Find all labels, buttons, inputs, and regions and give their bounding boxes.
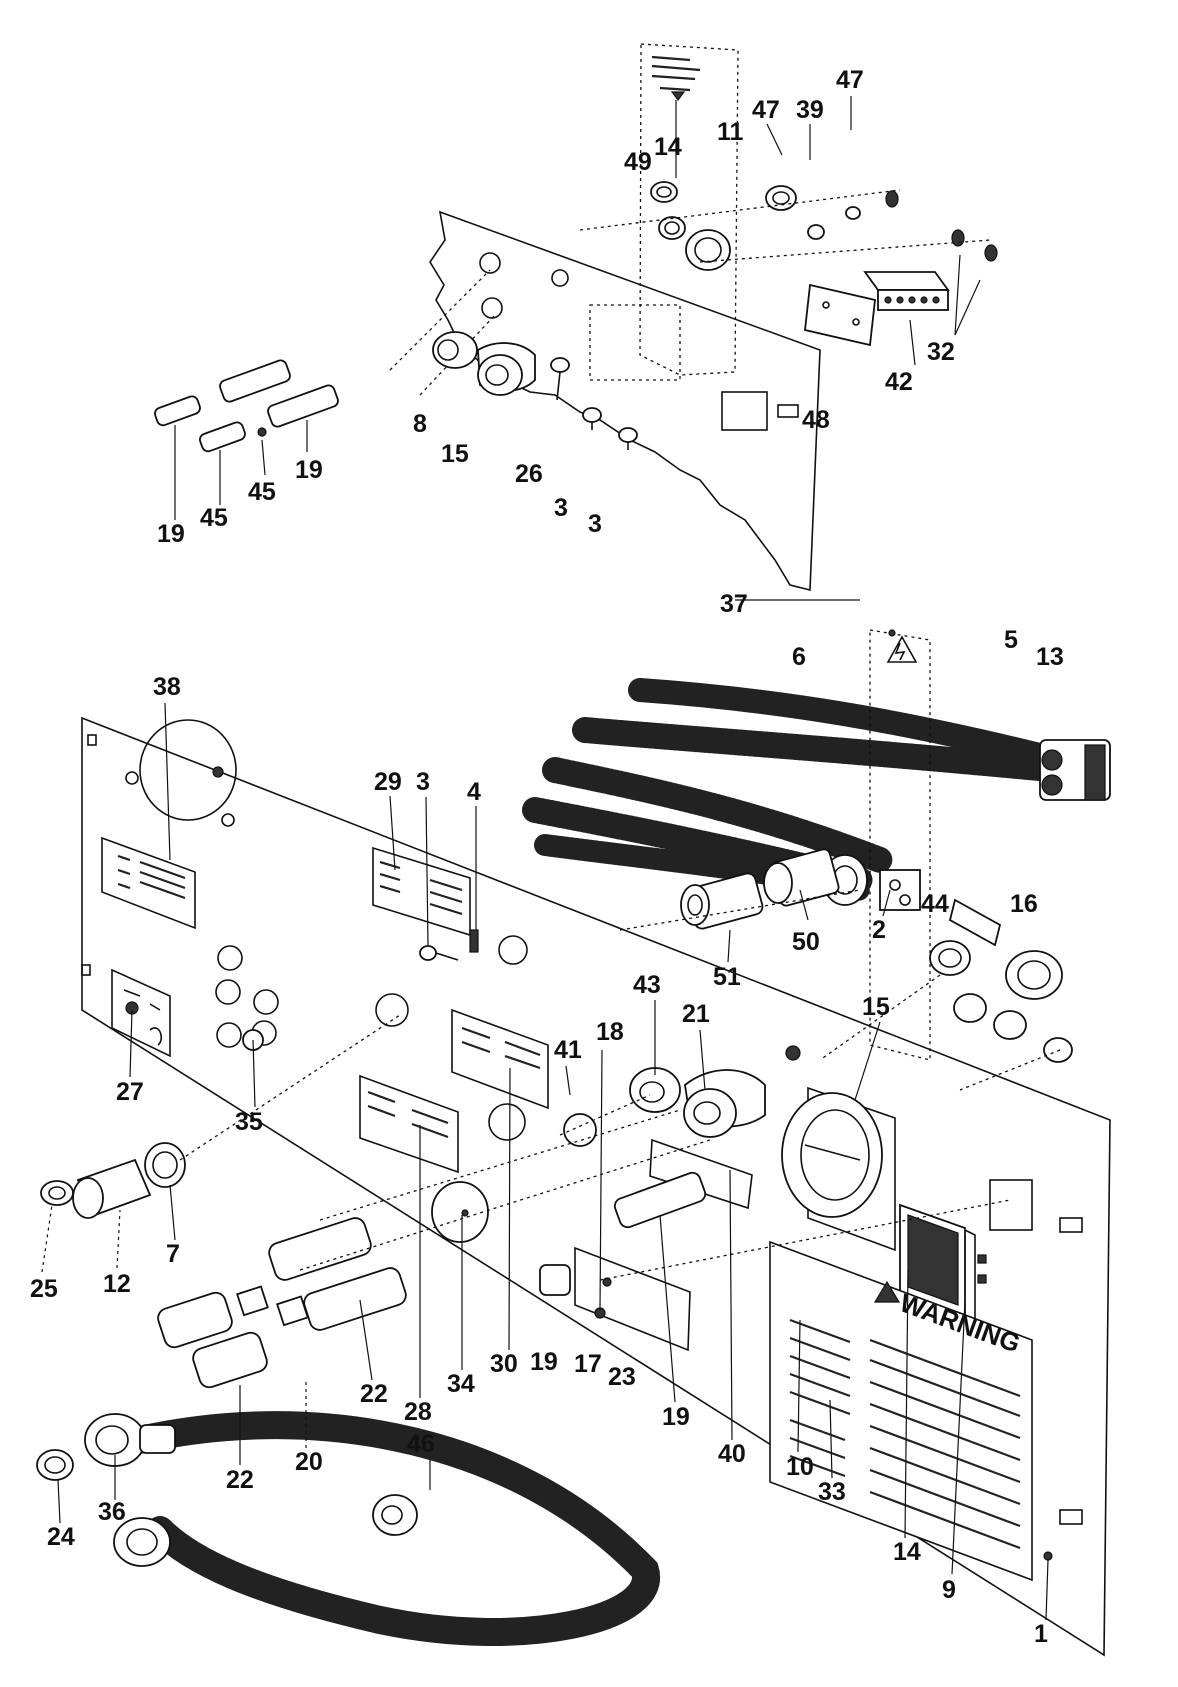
callout-35: 35 (235, 1108, 263, 1136)
callout-25: 25 (30, 1275, 58, 1303)
callout-19b: 19 (662, 1403, 690, 1431)
callout-29: 29 (374, 768, 402, 796)
label-30 (451, 1008, 549, 1110)
callout-top-48: 48 (802, 406, 830, 434)
callout-10: 10 (786, 1453, 814, 1481)
hazard-label (869, 629, 931, 1061)
callout-9: 9 (942, 1576, 956, 1604)
callout-44: 44 (921, 890, 949, 918)
callout-40: 40 (718, 1440, 746, 1468)
callout-top-8: 8 (413, 410, 427, 438)
warning-triangle-icon (873, 1280, 901, 1303)
callout-12: 12 (103, 1270, 131, 1298)
callout-21: 21 (682, 1000, 710, 1028)
rotary-switch-opening (781, 1045, 896, 1252)
callout-top-47a: 47 (836, 66, 864, 94)
callout-top-19b: 19 (295, 456, 323, 484)
callout-5: 5 (1004, 626, 1018, 654)
callout-37: 37 (720, 590, 748, 618)
callout-top-42: 42 (885, 368, 913, 396)
top-nuts (650, 181, 998, 271)
callout-13: 13 (1036, 643, 1064, 671)
binding-posts-center (539, 1171, 707, 1319)
callout-22a: 22 (360, 1380, 388, 1408)
callout-top-3a: 3 (554, 494, 568, 522)
label-40 (649, 1138, 753, 1210)
callout-30: 30 (490, 1350, 518, 1378)
callout-1: 1 (1034, 1620, 1048, 1648)
rear-info-label (101, 836, 196, 930)
callout-41: 41 (554, 1036, 582, 1064)
callout-4: 4 (467, 778, 481, 806)
terminal-block (863, 271, 950, 311)
top-label-text (651, 55, 701, 101)
callout-17: 17 (574, 1350, 602, 1378)
callout-7: 7 (166, 1240, 180, 1268)
callout-top-39: 39 (796, 96, 824, 124)
callout-34: 34 (447, 1370, 475, 1398)
callout-6: 6 (792, 643, 806, 671)
upper-rear-panel (429, 210, 821, 592)
callout-15: 15 (862, 993, 890, 1021)
callout-2: 2 (872, 916, 886, 944)
callout-22b: 22 (226, 1466, 254, 1494)
electrical-hazard-icon (886, 635, 918, 663)
callout-top-19a: 19 (157, 520, 185, 548)
top-screws (550, 357, 638, 450)
callout-top-11: 11 (717, 118, 744, 146)
top-panel-assembly (154, 43, 998, 592)
binding-posts-top (154, 359, 339, 453)
callout-23: 23 (608, 1363, 636, 1391)
callout-14: 14 (893, 1538, 921, 1566)
callout-top-45a: 45 (200, 504, 228, 532)
callout-3: 3 (416, 768, 430, 796)
callout-38: 38 (153, 673, 181, 701)
callout-top-26: 26 (515, 460, 543, 488)
callout-28: 28 (404, 1398, 432, 1426)
callout-top-15: 15 (441, 440, 469, 468)
callout-top-45b: 45 (248, 478, 276, 506)
label-28 (359, 1074, 459, 1174)
callout-top-32: 32 (927, 338, 955, 366)
callout-top-14: 14 (654, 133, 682, 161)
callout-24: 24 (47, 1523, 75, 1551)
mounting-plate (804, 283, 876, 347)
right-nuts (819, 940, 1073, 1091)
callout-19a: 19 (530, 1348, 558, 1376)
power-cables (522, 678, 1111, 947)
callout-top-49: 49 (624, 148, 652, 176)
callout-27: 27 (116, 1078, 144, 1106)
binding-posts-bottom (157, 1181, 489, 1389)
label-17 (574, 1246, 691, 1352)
callout-50: 50 (792, 928, 820, 956)
callout-16: 16 (1010, 890, 1038, 918)
callout-43: 43 (633, 971, 661, 999)
callout-46: 46 (407, 1430, 435, 1458)
alignment-lines (299, 599, 1011, 1281)
callout-51: 51 (713, 963, 741, 991)
cable-connectors-50-51 (680, 848, 840, 930)
callout-labels-top: 47 39 47 11 49 14 42 32 48 8 15 26 3 3 1… (157, 66, 981, 548)
callout-33: 33 (818, 1478, 846, 1506)
callout-18: 18 (596, 1018, 624, 1046)
callout-20: 20 (295, 1448, 323, 1476)
warning-text-lines (789, 1318, 1021, 1550)
callout-labels-bottom: 37 6 5 13 38 29 3 4 44 16 50 2 51 43 21 … (30, 590, 1064, 1648)
water-hose (36, 1411, 660, 1646)
callout-36: 36 (98, 1498, 126, 1526)
callout-top-3b: 3 (588, 510, 602, 538)
callout-top-47b: 47 (752, 96, 780, 124)
cable-bushings-top (432, 331, 536, 396)
main-front-panel: WARNING (81, 716, 1111, 1657)
left-fittings (40, 1014, 401, 1219)
